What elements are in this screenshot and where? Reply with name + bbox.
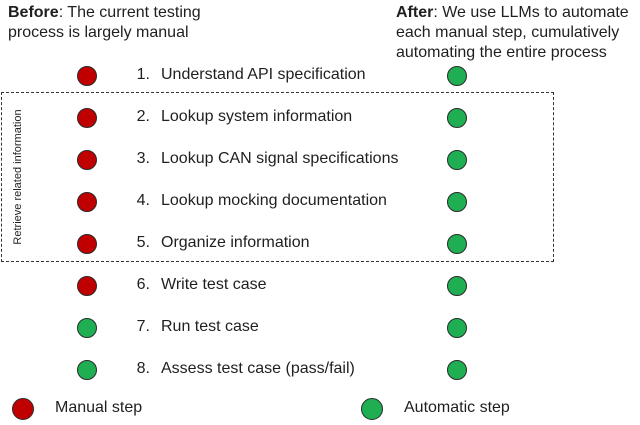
step-label: Lookup system information	[161, 108, 353, 125]
step-number: 4.	[136, 192, 150, 209]
before-header: Before: The current testing process is l…	[8, 3, 238, 43]
manual-dot-icon	[12, 398, 34, 420]
step-label: Understand API specification	[161, 66, 366, 83]
automatic-dot-icon	[447, 150, 467, 170]
automatic-dot-icon	[77, 318, 97, 338]
step-label: Assess test case (pass/fail)	[161, 360, 355, 377]
step-number: 5.	[136, 234, 150, 251]
automatic-dot-icon	[447, 108, 467, 128]
after-title: After	[396, 4, 434, 21]
automatic-dot-icon	[447, 360, 467, 380]
step-label: Organize information	[161, 234, 310, 251]
step-label: Write test case	[161, 276, 267, 293]
legend-manual-label: Manual step	[55, 399, 143, 416]
step-label: Lookup mocking documentation	[161, 192, 387, 209]
legend-automatic-label: Automatic step	[404, 399, 510, 416]
manual-dot-icon	[77, 276, 97, 296]
automatic-dot-icon	[447, 66, 467, 86]
step-row: 4. Lookup mocking documentation	[0, 187, 640, 217]
manual-dot-icon	[77, 150, 97, 170]
automatic-dot-icon	[361, 398, 383, 420]
step-row: 3. Lookup CAN signal specifications	[0, 145, 640, 175]
after-text: : We use LLMs to automate each manual st…	[396, 4, 629, 61]
step-label: Run test case	[161, 318, 259, 335]
before-text: : The current testing process is largely…	[8, 4, 201, 41]
step-label: Lookup CAN signal specifications	[161, 150, 399, 167]
step-number: 2.	[136, 108, 150, 125]
step-row: 7. Run test case	[0, 313, 640, 343]
step-row: 1. Understand API specification	[0, 61, 640, 91]
automatic-dot-icon	[447, 318, 467, 338]
step-row: 5. Organize information	[0, 229, 640, 259]
step-number: 8.	[136, 360, 150, 377]
step-number: 3.	[136, 150, 150, 167]
manual-dot-icon	[77, 66, 97, 86]
manual-dot-icon	[77, 192, 97, 212]
before-title: Before	[8, 4, 59, 21]
automatic-dot-icon	[447, 276, 467, 296]
step-number: 7.	[136, 318, 150, 335]
after-header: After: We use LLMs to automate each manu…	[396, 3, 640, 63]
automatic-dot-icon	[77, 360, 97, 380]
step-number: 6.	[136, 276, 150, 293]
step-row: 8. Assess test case (pass/fail)	[0, 355, 640, 385]
step-row: 2. Lookup system information	[0, 103, 640, 133]
automatic-dot-icon	[447, 192, 467, 212]
retrieve-info-group-box	[1, 92, 554, 262]
step-number: 1.	[136, 66, 150, 83]
manual-dot-icon	[77, 108, 97, 128]
automatic-dot-icon	[447, 234, 467, 254]
manual-dot-icon	[77, 234, 97, 254]
step-row: 6. Write test case	[0, 271, 640, 301]
